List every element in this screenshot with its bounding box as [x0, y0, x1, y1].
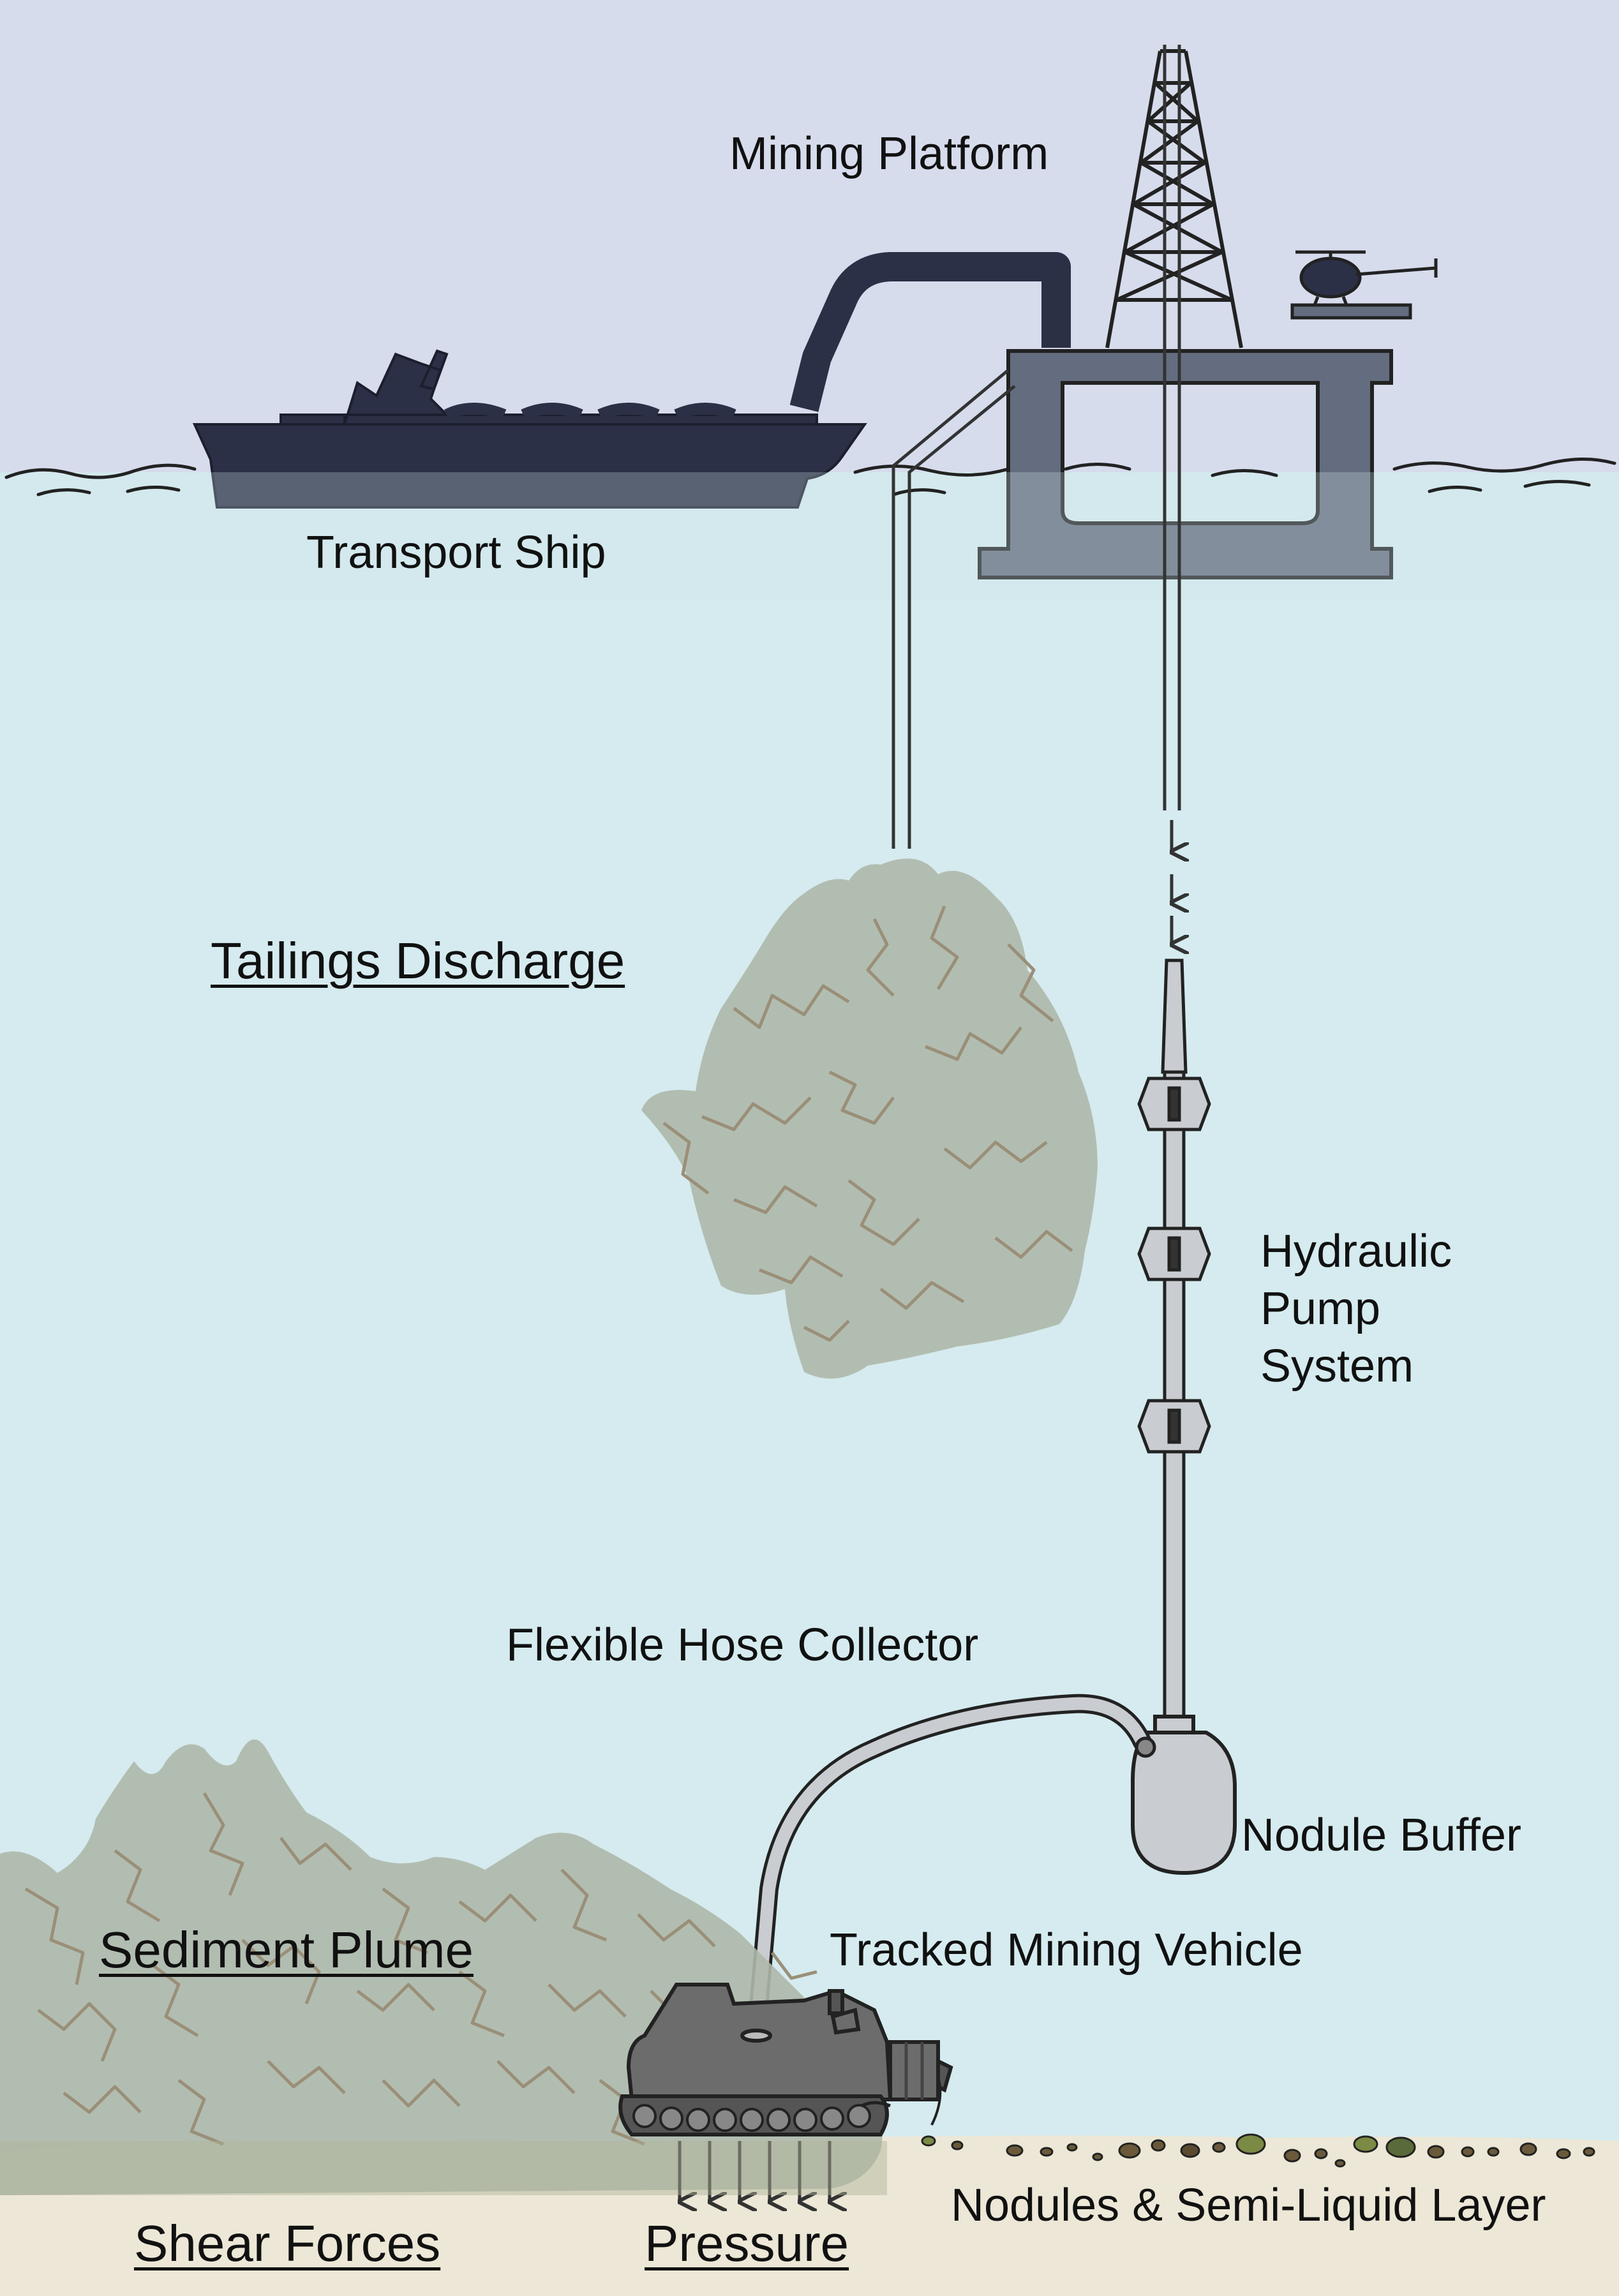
- vehicle-cable: [930, 2076, 942, 2126]
- label-system: System: [1260, 1341, 1414, 1392]
- label-nodule-buffer: Nodule Buffer: [1241, 1810, 1521, 1861]
- helipad: [1290, 303, 1412, 320]
- label-sediment-plume: Sediment Plume: [99, 1921, 474, 1978]
- tailings-plume: [641, 858, 1098, 1379]
- helicopter-icon: [1295, 250, 1438, 306]
- label-tracked-mining-vehicle: Tracked Mining Vehicle: [830, 1925, 1303, 1976]
- label-shear-forces: Shear Forces: [134, 2215, 441, 2272]
- water-surface-overlay: [0, 472, 1619, 600]
- label-tailings-discharge: Tailings Discharge: [211, 932, 625, 989]
- sea-surface-waves: [4, 457, 1616, 496]
- label-transport-ship: Transport Ship: [306, 527, 606, 578]
- label-pressure: Pressure: [645, 2215, 849, 2272]
- pump-unit: [1137, 1399, 1211, 1454]
- label-pump: Pump: [1260, 1283, 1381, 1334]
- label-flexible-hose-collector: Flexible Hose Collector: [506, 1620, 979, 1671]
- label-hydraulic: Hydraulic: [1260, 1226, 1452, 1277]
- nodule-buffer: [1131, 1715, 1237, 1875]
- transport-ship: [192, 349, 867, 509]
- ship-cargo-bumps: [444, 403, 736, 421]
- seabed-shade: [0, 2141, 887, 2195]
- riser-pipe: [1163, 45, 1181, 810]
- label-nodules-layer: Nodules & Semi-Liquid Layer: [951, 2180, 1546, 2231]
- pump-unit: [1137, 1077, 1211, 1131]
- tracked-mining-vehicle: [618, 1983, 953, 2136]
- hose-coupling: [913, 255, 927, 280]
- flexible-hose: [747, 1694, 1152, 2045]
- tailings-pipes: [892, 369, 1016, 849]
- hose-coupling: [999, 255, 1013, 280]
- transfer-hose: [789, 252, 1071, 412]
- pressure-arrows: [680, 2141, 830, 2202]
- pump-unit: [1137, 1226, 1211, 1281]
- hose-connector: [1135, 1736, 1156, 1758]
- hydraulic-pump-system: [1137, 958, 1211, 1725]
- nodules: [921, 2133, 1595, 2168]
- platform-derrick: [1105, 49, 1243, 348]
- mining-platform-hull: [978, 349, 1393, 579]
- label-mining-platform: Mining Platform: [729, 128, 1049, 179]
